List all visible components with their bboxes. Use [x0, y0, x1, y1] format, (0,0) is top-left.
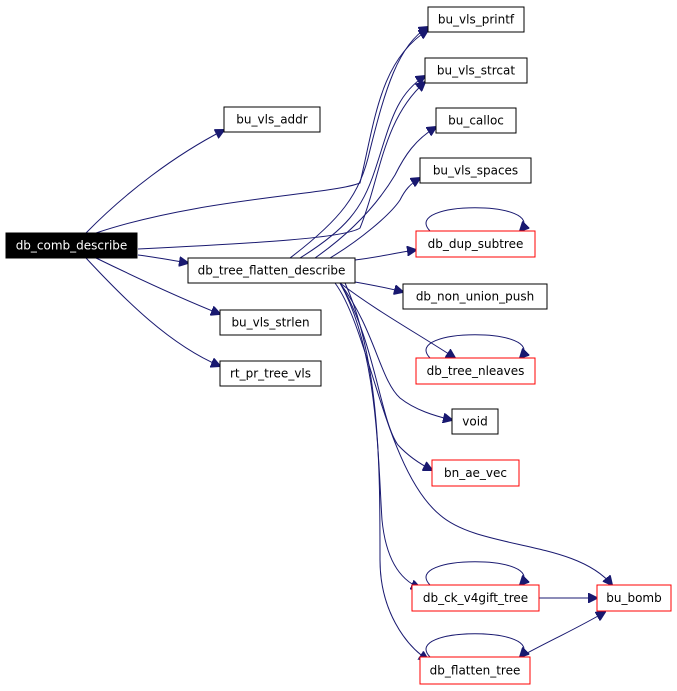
edge-db-tree-flatten-describe-to-bu-calloc — [314, 127, 436, 259]
node-bu-bomb[interactable]: bu_bomb — [596, 584, 672, 612]
edge-db-tree-flatten-describe-to-void — [339, 282, 452, 420]
node-bu-vls-spaces[interactable]: bu_vls_spaces — [419, 157, 532, 184]
edge-db-tree-flatten-describe-to-db-dup-subtree — [354, 250, 416, 261]
node-label: rt_pr_tree_vls — [230, 367, 311, 381]
node-box — [187, 257, 356, 284]
edge-db-tree-flatten-describe-to-bu-vls-printf — [289, 27, 428, 259]
node-label: bn_ae_vec — [444, 466, 507, 480]
node-bn-ae-vec[interactable]: bn_ae_vec — [431, 459, 520, 487]
node-box — [223, 106, 321, 133]
node-rt-pr-tree-vls[interactable]: rt_pr_tree_vls — [219, 360, 322, 387]
edge-db-flatten-tree-to-db-flatten-tree — [425, 633, 524, 657]
edge-db-ck-v4gift-tree-to-db-ck-v4gift-tree — [425, 561, 524, 585]
edge-db-dup-subtree-to-db-dup-subtree — [425, 207, 524, 231]
node-label: db_dup_subtree — [428, 237, 524, 251]
node-db-dup-subtree[interactable]: db_dup_subtree — [415, 230, 536, 258]
node-label: db_tree_nleaves — [427, 364, 525, 378]
node-box — [415, 357, 536, 385]
edges-layer — [85, 27, 612, 660]
node-label: db_flatten_tree — [430, 664, 521, 678]
node-box — [419, 157, 532, 184]
node-db-non-union-push[interactable]: db_non_union_push — [402, 283, 548, 310]
node-label: db_ck_v4gift_tree — [423, 591, 528, 605]
node-void[interactable]: void — [451, 408, 499, 435]
node-db-comb-describe[interactable]: db_comb_describe — [5, 232, 138, 259]
node-label: bu_vls_addr — [236, 113, 307, 127]
node-bu-vls-printf[interactable]: bu_vls_printf — [427, 6, 525, 33]
node-db-tree-flatten-describe[interactable]: db_tree_flatten_describe — [187, 257, 356, 284]
edge-db-tree-flatten-describe-to-db-non-union-push — [354, 281, 403, 292]
edge-db-tree-nleaves-to-db-tree-nleaves — [425, 334, 524, 358]
node-db-tree-nleaves[interactable]: db_tree_nleaves — [415, 357, 536, 385]
node-label: bu_vls_printf — [438, 13, 515, 27]
node-bu-vls-strlen[interactable]: bu_vls_strlen — [219, 309, 322, 336]
node-box — [427, 6, 525, 33]
edge-db-tree-flatten-describe-to-db-flatten-tree — [344, 282, 428, 660]
node-db-flatten-tree[interactable]: db_flatten_tree — [419, 656, 531, 685]
edge-db-tree-flatten-describe-to-bu-vls-spaces — [329, 178, 420, 259]
node-label: db_non_union_push — [416, 290, 534, 304]
node-bu-calloc[interactable]: bu_calloc — [435, 107, 517, 134]
node-box — [411, 584, 540, 612]
node-label: void — [462, 415, 487, 429]
edge-db-comb-describe-to-bu-vls-addr — [85, 130, 224, 234]
node-label: bu_vls_strlen — [231, 316, 309, 330]
node-label: bu_calloc — [448, 114, 504, 128]
nodes-layer: db_comb_describe bu_vls_addr db_tree_flatt… — [5, 6, 672, 685]
node-bu-vls-addr[interactable]: bu_vls_addr — [223, 106, 321, 133]
node-box — [424, 57, 528, 84]
node-box — [435, 107, 517, 134]
edge-db-comb-describe-to-db-tree-flatten-describe — [137, 254, 188, 263]
node-bu-vls-strcat[interactable]: bu_vls_strcat — [424, 57, 528, 84]
node-box — [219, 360, 322, 387]
node-box — [5, 232, 138, 259]
node-box — [402, 283, 548, 310]
node-box — [219, 309, 322, 336]
node-label: bu_bomb — [606, 591, 662, 605]
node-label: db_comb_describe — [16, 239, 128, 253]
edge-db-tree-flatten-describe-to-db-ck-v4gift-tree — [339, 282, 420, 588]
edge-db-comb-describe-to-rt-pr-tree-vls — [85, 257, 220, 366]
node-label: bu_vls_strcat — [437, 64, 515, 78]
node-box — [596, 584, 672, 612]
edge-db-comb-describe-to-bu-vls-strlen — [95, 257, 220, 314]
node-db-ck-v4gift-tree[interactable]: db_ck_v4gift_tree — [411, 584, 540, 612]
node-box — [415, 230, 536, 258]
node-box — [419, 656, 531, 685]
node-label: db_tree_flatten_describe — [198, 264, 346, 278]
edge-db-tree-flatten-describe-to-db-tree-nleaves — [339, 282, 455, 358]
edge-db-comb-describe-to-bu-vls-strcat — [137, 82, 425, 250]
edge-db-flatten-tree-to-bu-bomb — [519, 612, 605, 658]
edge-db-comb-describe-to-bu-vls-printf — [95, 30, 428, 234]
node-box — [451, 408, 499, 435]
edge-db-tree-flatten-describe-to-bu-vls-strcat — [299, 76, 425, 259]
node-box — [431, 459, 520, 487]
edge-db-tree-flatten-describe-to-bu-bomb — [334, 282, 612, 585]
node-label: bu_vls_spaces — [433, 164, 518, 178]
